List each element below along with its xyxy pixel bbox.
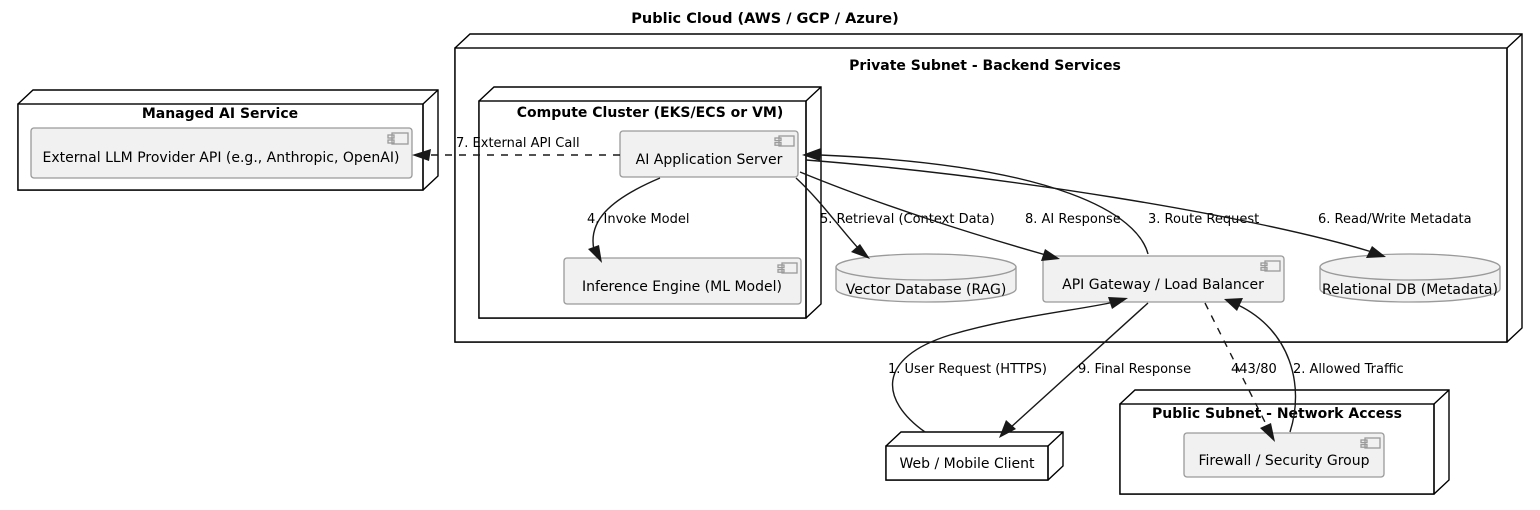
managed-ai-service-container: Managed AI Service External LLM Provider… <box>17 89 439 191</box>
edge-5-retrieval: 5. Retrieval (Context Data) <box>795 177 995 259</box>
edge-1-user-request: 1. User Request (HTTPS) <box>888 297 1128 433</box>
component-ai-app-server[interactable]: AI Application Server <box>619 130 799 178</box>
edge-8-ai-response: 8. AI Response <box>799 171 1121 261</box>
edge-2-allowed-traffic: 2. Allowed Traffic <box>1224 298 1404 433</box>
managed-ai-service-title: Managed AI Service <box>142 106 298 122</box>
edge-label: 3. Route Request <box>1148 212 1259 227</box>
edge-label: 8. AI Response <box>1025 212 1121 227</box>
edge-label: 1. User Request (HTTPS) <box>888 362 1047 377</box>
edge-4-invoke-model: 4. Invoke Model <box>587 177 689 263</box>
edge-label: 9. Final Response <box>1078 362 1191 377</box>
component-label: Firewall / Security Group <box>1199 453 1370 469</box>
edge-443-80: 443/80 <box>1204 302 1277 442</box>
component-label: AI Application Server <box>636 152 783 168</box>
component-external-llm[interactable]: External LLM Provider API (e.g., Anthrop… <box>30 127 413 179</box>
component-icon <box>777 262 798 274</box>
edge-6-read-write-metadata: 6. Read/Write Metadata <box>805 159 1472 258</box>
component-firewall[interactable]: Firewall / Security Group <box>1183 432 1385 478</box>
private-subnet-title: Private Subnet - Backend Services <box>849 58 1121 74</box>
component-label: External LLM Provider API (e.g., Anthrop… <box>43 150 400 166</box>
component-label: Inference Engine (ML Model) <box>582 279 782 295</box>
public-subnet-container: Public Subnet - Network Access Firewall … <box>1119 389 1450 495</box>
component-icon <box>1260 260 1281 272</box>
edge-label: 2. Allowed Traffic <box>1293 362 1404 377</box>
component-api-gateway[interactable]: API Gateway / Load Balancer <box>1042 255 1285 303</box>
edge-9-final-response: 9. Final Response <box>999 302 1191 438</box>
edge-7-external-api-call: 7. External API Call <box>412 136 620 161</box>
database-label: Vector Database (RAG) <box>846 282 1007 298</box>
edge-label: 7. External API Call <box>456 136 580 151</box>
edge-label: 443/80 <box>1231 362 1277 377</box>
component-icon <box>1360 437 1381 449</box>
compute-cluster-container: Compute Cluster (EKS/ECS or VM) AI Appli… <box>478 86 822 319</box>
component-inference-engine[interactable]: Inference Engine (ML Model) <box>563 257 802 305</box>
cloud-title: Public Cloud (AWS / GCP / Azure) <box>631 11 898 27</box>
component-icon <box>774 135 795 147</box>
database-label: Relational DB (Metadata) <box>1322 282 1498 298</box>
component-icon <box>387 132 409 145</box>
node-label: Web / Mobile Client <box>899 456 1035 472</box>
node-web-mobile-client[interactable]: Web / Mobile Client <box>885 431 1064 481</box>
edge-label: 5. Retrieval (Context Data) <box>820 212 995 227</box>
database-vector-db[interactable]: Vector Database (RAG) <box>835 253 1017 303</box>
edge-label: 4. Invoke Model <box>587 212 689 227</box>
database-relational-db[interactable]: Relational DB (Metadata) <box>1319 253 1501 303</box>
public-subnet-title: Public Subnet - Network Access <box>1152 406 1402 422</box>
component-label: API Gateway / Load Balancer <box>1062 277 1264 293</box>
edge-3-route-request: 3. Route Request <box>802 148 1259 255</box>
edge-label: 6. Read/Write Metadata <box>1318 212 1472 227</box>
compute-cluster-title: Compute Cluster (EKS/ECS or VM) <box>517 105 784 121</box>
